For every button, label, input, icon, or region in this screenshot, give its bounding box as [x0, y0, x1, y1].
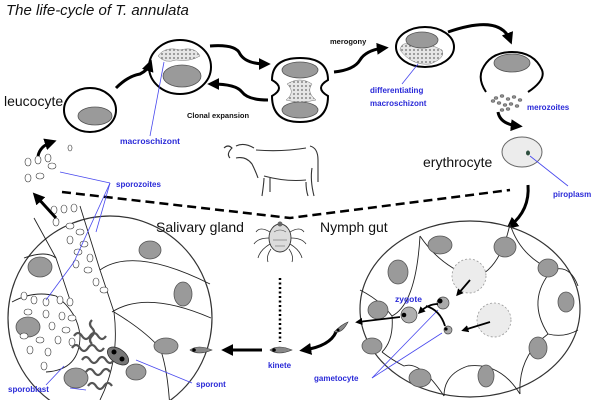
sporoblast-mass: [71, 319, 115, 391]
kinete-in-gland: [189, 346, 213, 354]
merozoites-label: merozoites: [527, 103, 570, 112]
sporont-label: sporont: [196, 380, 226, 389]
sporozoites-label: sporozoites: [116, 180, 161, 189]
gametocyte-label: gametocyte: [314, 374, 359, 383]
macroschizont-pointer: [149, 61, 165, 137]
nymph-gut-label: Nymph gut: [320, 219, 388, 235]
differentiating-label-line2: macroschizont: [370, 99, 427, 108]
diagram-title: The life-cycle of T. annulata: [6, 2, 189, 19]
sporont-cell: [106, 346, 130, 366]
gametocyte-cells: [436, 296, 453, 335]
kinete-cell: [269, 346, 293, 354]
arrow-gut-to-kinete: [299, 331, 338, 355]
differentiating-macroschizont-cell: [395, 26, 455, 68]
piroplasm-label: piroplasm: [553, 190, 591, 199]
sporozoites-pointers: [45, 171, 111, 301]
sporoblast-pointers: [45, 365, 87, 391]
zygote-cell: [400, 306, 418, 324]
merogony-label: merogony: [330, 37, 367, 46]
macroschizont-label: macroschizont: [120, 136, 180, 146]
sporoblast-label: sporoblast: [8, 385, 49, 394]
arrow-to-nymph-gut: [506, 184, 530, 230]
arrow-leucocyte-to-macroschizont: [114, 59, 154, 90]
arrow-merogony: [333, 42, 389, 74]
differentiating-label-line1: differentiating: [370, 86, 423, 95]
salivary-gland-label: Salivary gland: [156, 219, 244, 235]
cow-icon: [223, 143, 319, 197]
arrow-to-division: [209, 44, 271, 70]
kinete-label: kinete: [268, 361, 292, 370]
nymph-gut: [359, 220, 581, 398]
dividing-cell: [270, 56, 330, 124]
clonal-expansion-label: Clonal expansion: [187, 111, 250, 120]
gametocyte-pointers: [371, 309, 443, 379]
piroplasm-pointer: [529, 155, 569, 187]
arrow-to-erythrocyte: [496, 111, 523, 132]
arrow-sporozoite-release: [32, 192, 58, 220]
host-boundary-line: [61, 188, 511, 220]
merozoite-releasing-cell: [479, 50, 544, 112]
arrow-clonal-expansion: [207, 78, 269, 102]
leucocyte-cell: [63, 87, 117, 133]
macroschizont-cell: [148, 39, 212, 95]
differentiating-pointer: [401, 63, 419, 85]
tick-icon: [253, 221, 307, 263]
arrow-sporozoite-to-leucocyte: [36, 138, 57, 157]
gut-arrows: [355, 279, 491, 333]
sporont-pointer: [135, 359, 193, 384]
leucocyte-label: leucocyte: [4, 93, 63, 109]
ookinete-cell: [333, 321, 349, 333]
arrow-to-merozoite-release: [447, 23, 514, 45]
zygote-label: zygote: [395, 294, 422, 304]
erythrocyte-label: erythrocyte: [423, 154, 492, 170]
merozoite-cluster: [490, 94, 523, 112]
erythrocyte-cell: [501, 136, 543, 168]
salivary-gland: [7, 205, 213, 400]
